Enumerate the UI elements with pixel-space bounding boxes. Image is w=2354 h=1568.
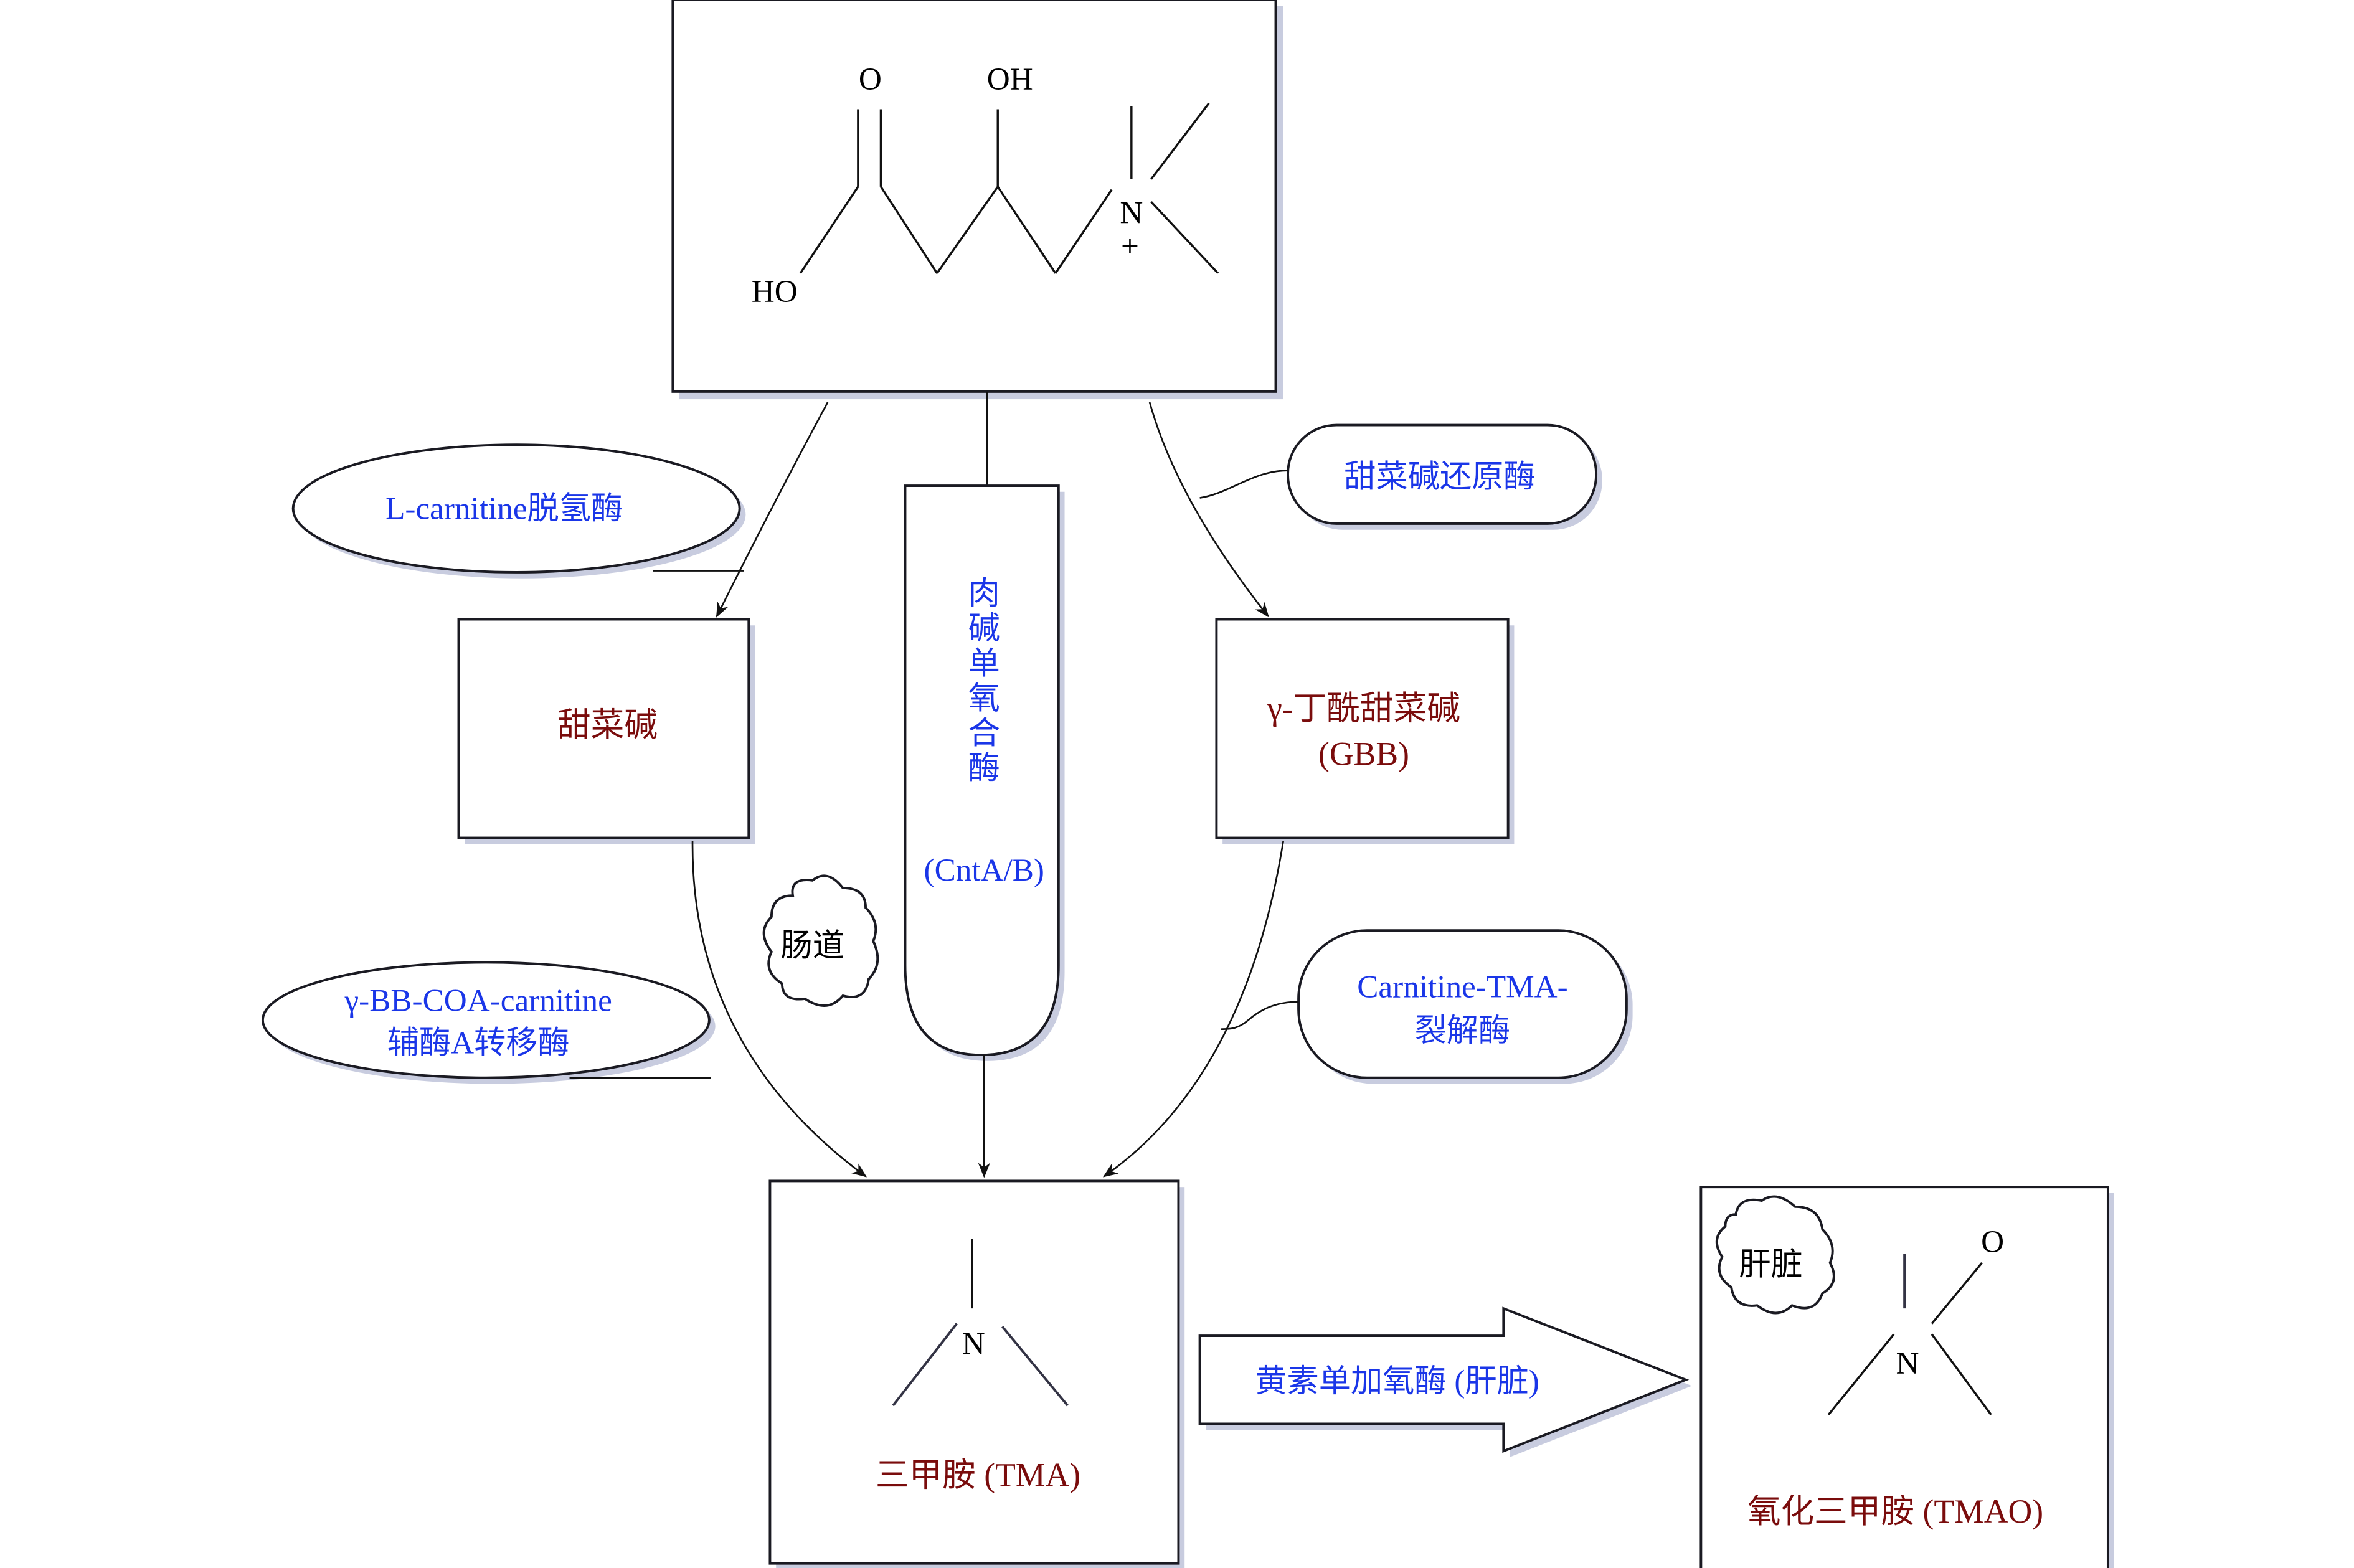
product-tmao-box: 肝脏 O N 氧化三甲胺 (TMAO)	[1699, 1186, 2114, 1568]
intermediate-gbb-box: γ-丁酰甜菜碱 (GBB)	[1215, 618, 1515, 844]
enzyme-betaine-reductase: 甜菜碱还原酶	[1199, 423, 1602, 530]
enzyme-char: 酶	[968, 750, 1000, 786]
enzyme-char: 合	[968, 716, 1000, 751]
location-label: 肝脏	[1739, 1247, 1802, 1283]
bond	[996, 186, 1057, 274]
vertical-enzyme-name: 肉 碱 单 氧 合 酶	[968, 576, 1000, 786]
enzyme-label: 黄素单加氧酶 (肝脏)	[1255, 1364, 1539, 1399]
enzyme-char: 单	[968, 646, 1000, 681]
bond	[1054, 189, 1113, 274]
enzyme-char: 碱	[968, 611, 1000, 646]
enzyme-label-line2: 裂解酶	[1415, 1013, 1511, 1049]
enzyme-label-line1: Carnitine-TMA-	[1357, 969, 1567, 1004]
arrow-betaine-to-tma	[691, 841, 867, 1178]
bond	[1150, 102, 1210, 180]
atom-acid-hydroxyl: HO	[752, 274, 798, 309]
bond	[799, 186, 859, 274]
cloud-icon	[1716, 1195, 1835, 1315]
intermediate-betaine-box: 甜菜碱	[457, 618, 755, 844]
arrow-carnitine-to-gbb	[1148, 402, 1269, 618]
callout-line	[1199, 470, 1288, 499]
enzyme-char: 氧	[968, 681, 1000, 716]
enzyme-carnitine-tma-lyase: Carnitine-TMA- 裂解酶	[1221, 929, 1633, 1084]
atom-nitrogen: N	[1896, 1346, 1919, 1381]
enzyme-label: 甜菜碱还原酶	[1344, 459, 1535, 494]
atom-carbonyl-oxygen: O	[859, 62, 882, 97]
enzyme-label-line1: γ-BB-COA-carnitine	[344, 983, 612, 1018]
atom-positive-charge: +	[1121, 229, 1139, 264]
substrate-box-frame	[671, 0, 1277, 393]
enzyme-gbb-coa-transferase: γ-BB-COA-carnitine 辅酶A转移酶	[261, 961, 716, 1084]
product-label: 氧化三甲胺 (TMAO)	[1747, 1493, 2043, 1530]
enzyme-char: 肉	[968, 576, 1000, 612]
substrate-box: O OH HO N +	[671, 0, 1283, 400]
block-arrow-icon	[1198, 1306, 1690, 1453]
arrow-carnitine-to-betaine	[716, 402, 829, 618]
carnitine-structure: O OH HO N +	[752, 62, 1219, 309]
location-label: 肠道	[781, 928, 844, 964]
atom-nitrogen: N	[1120, 195, 1143, 230]
product-tma-box: N 三甲胺 (TMA)	[768, 1179, 1185, 1568]
bond	[1827, 1333, 1895, 1415]
tmao-structure: O N	[1827, 1224, 2004, 1415]
location-gut-cloud: 肠道	[762, 874, 879, 1007]
bond	[1150, 201, 1219, 274]
bond	[892, 1323, 958, 1407]
bond	[1931, 1333, 1992, 1415]
enzyme-label: L-carnitine脱氢酶	[385, 491, 623, 527]
bond	[1931, 1262, 1983, 1325]
enzyme-code: (CntA/B)	[924, 852, 1044, 888]
atom-oxygen: O	[1981, 1224, 2004, 1260]
product-label: 三甲胺 (TMA)	[876, 1456, 1080, 1493]
bond	[936, 186, 999, 274]
arrow-gbb-to-tma	[1102, 841, 1285, 1178]
enzyme-fmo-arrow: 黄素单加氧酶 (肝脏)	[1198, 1306, 1692, 1458]
location-liver-cloud: 肝脏	[1716, 1195, 1835, 1315]
bond	[1001, 1326, 1069, 1407]
enzyme-l-carnitine-dehydrogenase: L-carnitine脱氢酶	[291, 443, 746, 579]
enzyme-label-line2: 辅酶A转移酶	[387, 1026, 570, 1061]
tma-structure: N	[892, 1239, 1069, 1407]
intermediate-label-line1: γ-丁酰甜菜碱	[1267, 689, 1460, 727]
enzyme-carnitine-monooxygenase: 肉 碱 单 氧 合 酶 (CntA/B)	[904, 484, 1065, 1061]
atom-hydroxyl: OH	[987, 62, 1033, 97]
callout-line	[1221, 1001, 1299, 1031]
intermediate-label-line2: (GBB)	[1318, 735, 1409, 773]
cloud-icon	[762, 874, 879, 1007]
atom-nitrogen: N	[962, 1326, 985, 1361]
bond	[880, 186, 938, 274]
intermediate-label: 甜菜碱	[557, 706, 658, 744]
